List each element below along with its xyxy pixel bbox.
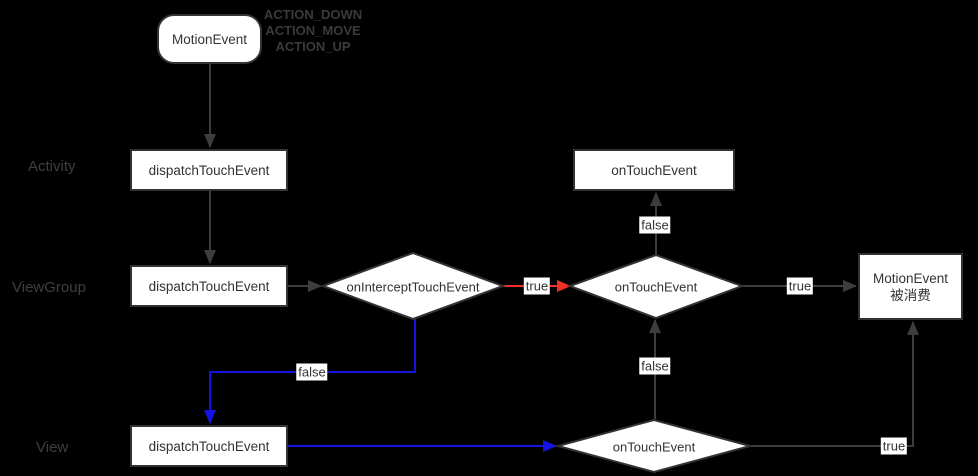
edge-label-viewgroup-ontouch-true: true — [786, 277, 814, 295]
node-motion-event-consumed: MotionEvent 被消费 — [858, 253, 963, 320]
row-label-view: View — [36, 439, 69, 456]
node-on-intercept-touch-event-label: onInterceptTouchEvent — [346, 279, 480, 295]
action-move-label: ACTION_MOVE — [265, 23, 361, 38]
edge-label-view-ontouch-true: true — [880, 437, 908, 455]
edge-view-ontouch-true-to-consumed — [750, 321, 919, 447]
node-view-on-touch-event-label: onTouchEvent — [612, 439, 696, 455]
viewgroup-on-touch-event-diamond — [567, 253, 745, 320]
node-viewgroup-on-touch-event-label: onTouchEvent — [614, 279, 698, 295]
row-label-activity: Activity — [28, 158, 76, 175]
row-label-viewgroup: ViewGroup — [12, 279, 86, 296]
view-on-touch-event-diamond — [554, 418, 754, 474]
edge-label-viewgroup-ontouch-false: false — [639, 216, 671, 234]
edge-label-view-ontouch-false: false — [639, 357, 671, 375]
action-types-annotation: ACTION_DOWN ACTION_MOVE ACTION_UP — [243, 7, 383, 55]
edge-label-intercept-false: false — [296, 363, 328, 381]
on-intercept-touch-event-diamond — [320, 251, 506, 321]
consumed-line2: 被消费 — [890, 287, 931, 303]
node-motion-event: MotionEvent — [157, 14, 262, 64]
consumed-line1: MotionEvent — [872, 270, 949, 286]
node-activity-dispatch-touch-event: dispatchTouchEvent — [130, 149, 288, 191]
node-viewgroup-dispatch-touch-event: dispatchTouchEvent — [130, 265, 288, 307]
node-view-dispatch-touch-event: dispatchTouchEvent — [130, 425, 288, 467]
edge-label-intercept-true: true — [523, 277, 551, 295]
node-activity-on-touch-event: onTouchEvent — [573, 149, 735, 191]
action-up-label: ACTION_UP — [275, 39, 351, 54]
action-down-label: ACTION_DOWN — [263, 7, 363, 22]
